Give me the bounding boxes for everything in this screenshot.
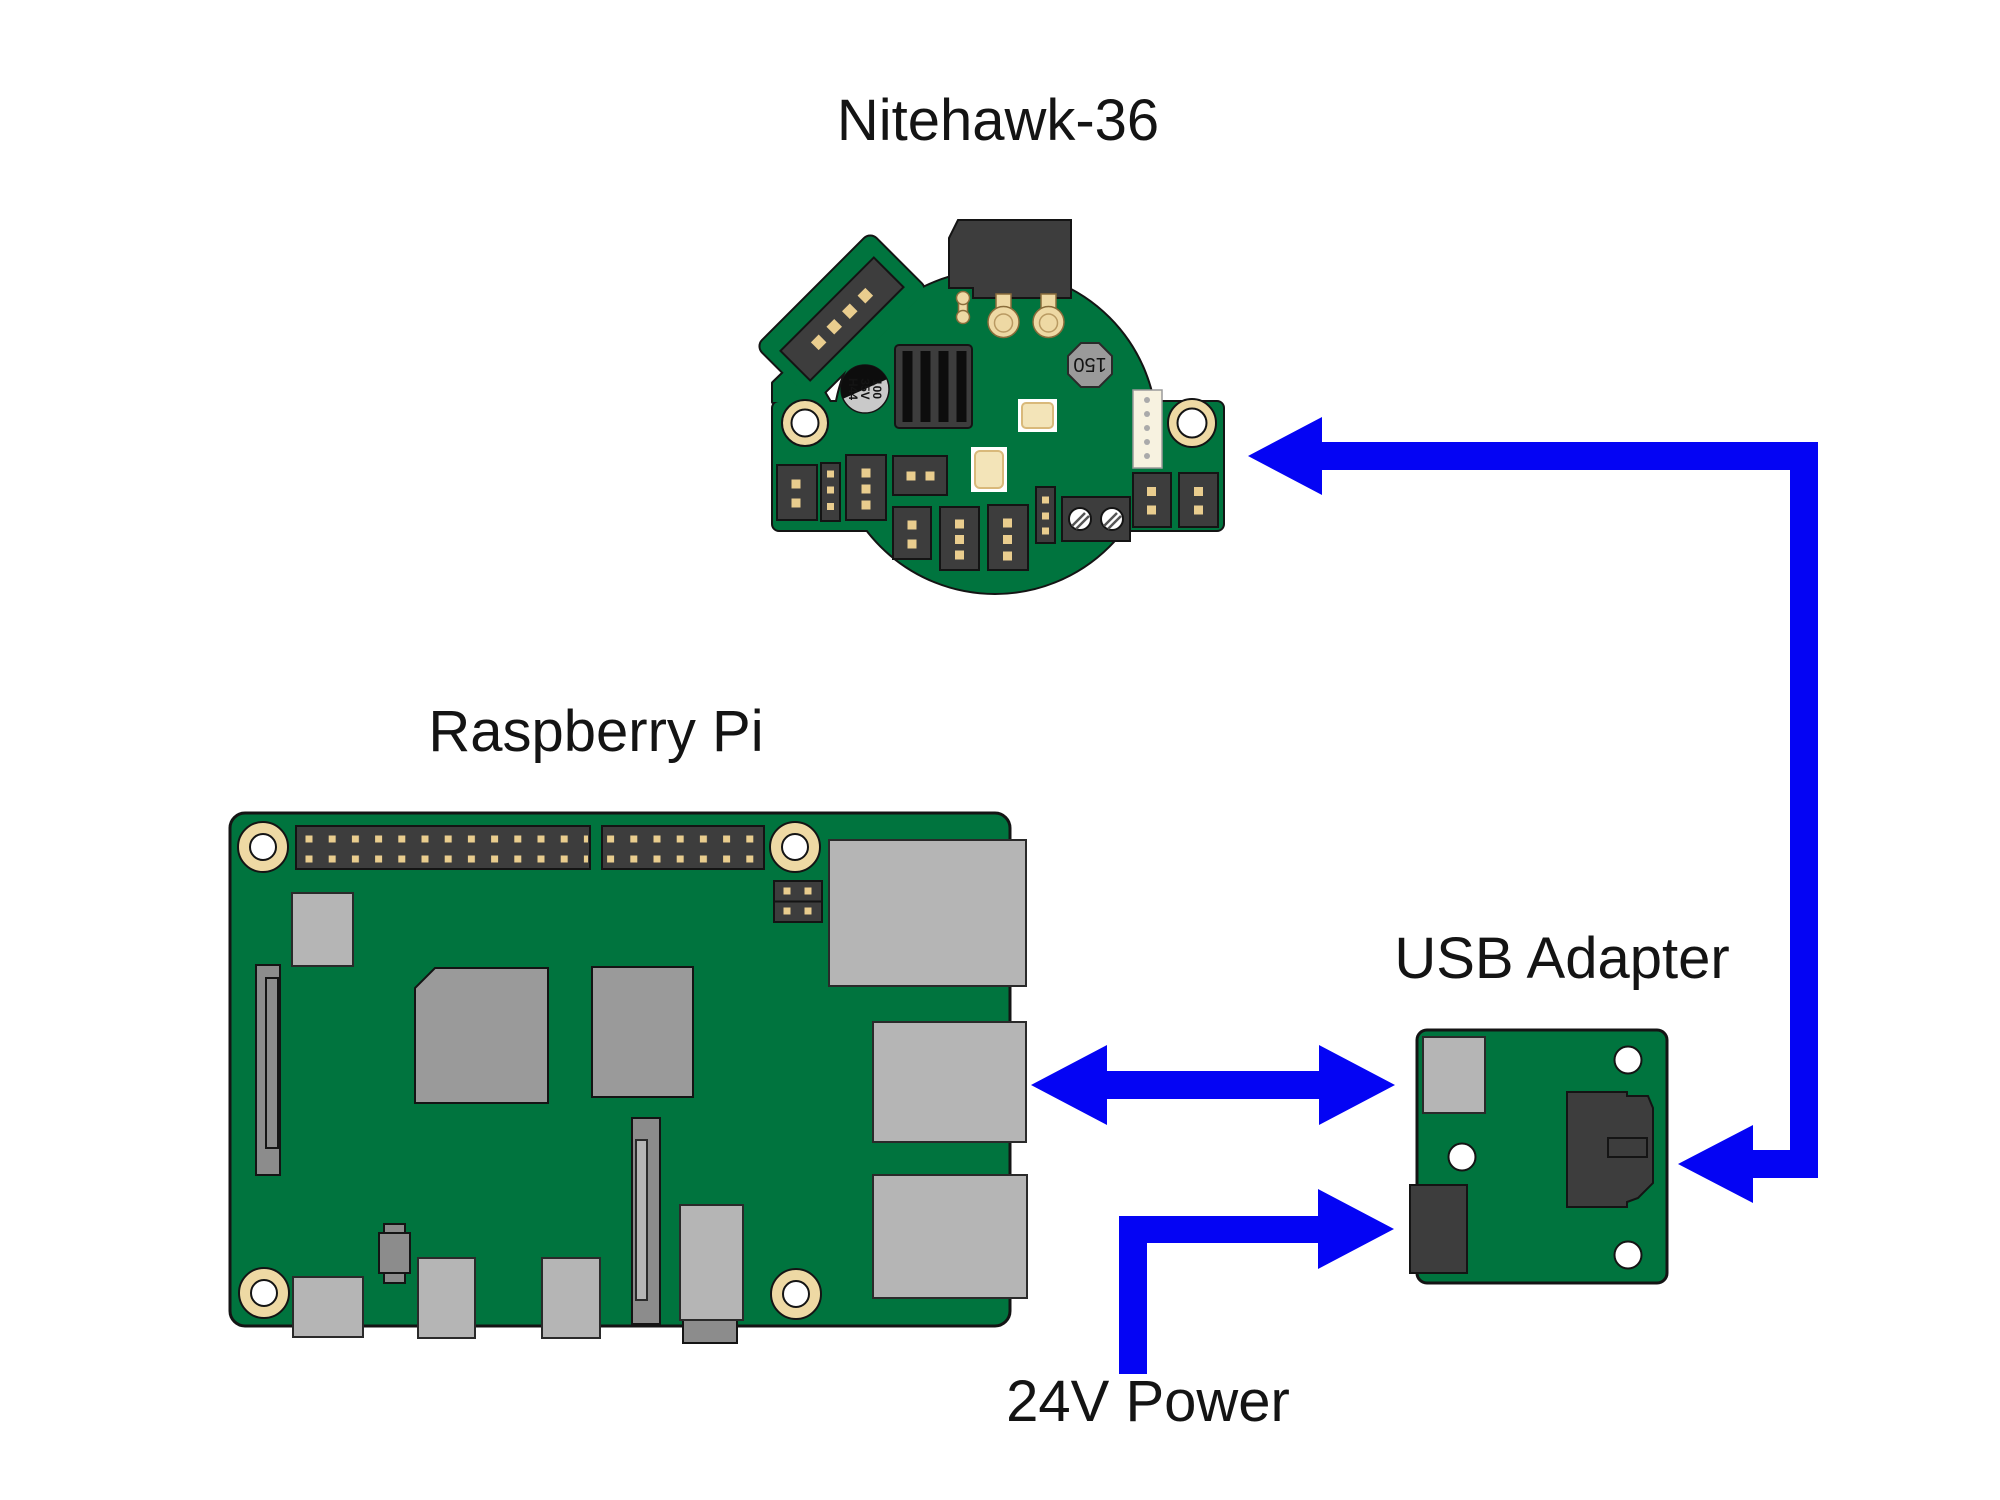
inductor: 150	[1067, 342, 1113, 388]
svg-text:150: 150	[1073, 353, 1106, 375]
svg-text:35V: 35V	[858, 378, 872, 399]
arrow-24v-power	[1119, 1189, 1394, 1374]
usb-port	[872, 1021, 1027, 1143]
mounting-hole	[781, 398, 1217, 448]
ethernet-port	[828, 839, 1027, 987]
gpio-header	[295, 825, 765, 870]
dsi-connector	[255, 964, 281, 1176]
power-connector	[1409, 1184, 1468, 1274]
capacitor: 100 35V H44	[840, 364, 890, 414]
csi-connector	[631, 1117, 661, 1325]
mounting-hole	[237, 821, 822, 1320]
diagonal-header	[779, 256, 905, 382]
display-pad	[291, 892, 354, 967]
micro-usb-power	[292, 1276, 364, 1338]
svg-text:100: 100	[870, 379, 884, 399]
usb-port	[872, 1174, 1028, 1299]
mounting-hole	[1613, 1045, 1643, 1075]
soc-chip	[414, 967, 549, 1104]
raspberry-pi-board	[228, 811, 1028, 1344]
heatsink	[894, 344, 973, 429]
jumper-header	[773, 880, 823, 923]
arrow-pi-adapter-bidirectional	[1031, 1045, 1395, 1125]
regulator	[378, 1223, 411, 1284]
nitehawk-title: Nitehawk-36	[837, 88, 1159, 153]
terminal-block	[1061, 496, 1131, 542]
motor-pins	[955, 290, 1065, 339]
adapter-pad	[1422, 1036, 1486, 1114]
smd-pad	[971, 399, 1057, 492]
svg-text:H44: H44	[846, 378, 860, 400]
hdmi-port	[417, 1257, 476, 1339]
camera-port	[541, 1257, 601, 1339]
usb-adapter-board	[1409, 1028, 1669, 1285]
motor-connector	[948, 219, 1072, 299]
mounting-hole	[1447, 1142, 1477, 1172]
nitehawk-board: 100 35V H44 150	[758, 219, 1225, 595]
usb-adapter-title: USB Adapter	[1394, 926, 1729, 991]
ram-chip	[591, 966, 694, 1098]
av-jack	[679, 1204, 744, 1344]
power-title: 24V Power	[1006, 1369, 1290, 1434]
io-headers	[776, 454, 1219, 571]
usb-b-connector	[1566, 1091, 1654, 1208]
raspberry-pi-title: Raspberry Pi	[428, 699, 763, 764]
mounting-hole	[1613, 1240, 1643, 1270]
fan-connector	[1132, 389, 1163, 469]
